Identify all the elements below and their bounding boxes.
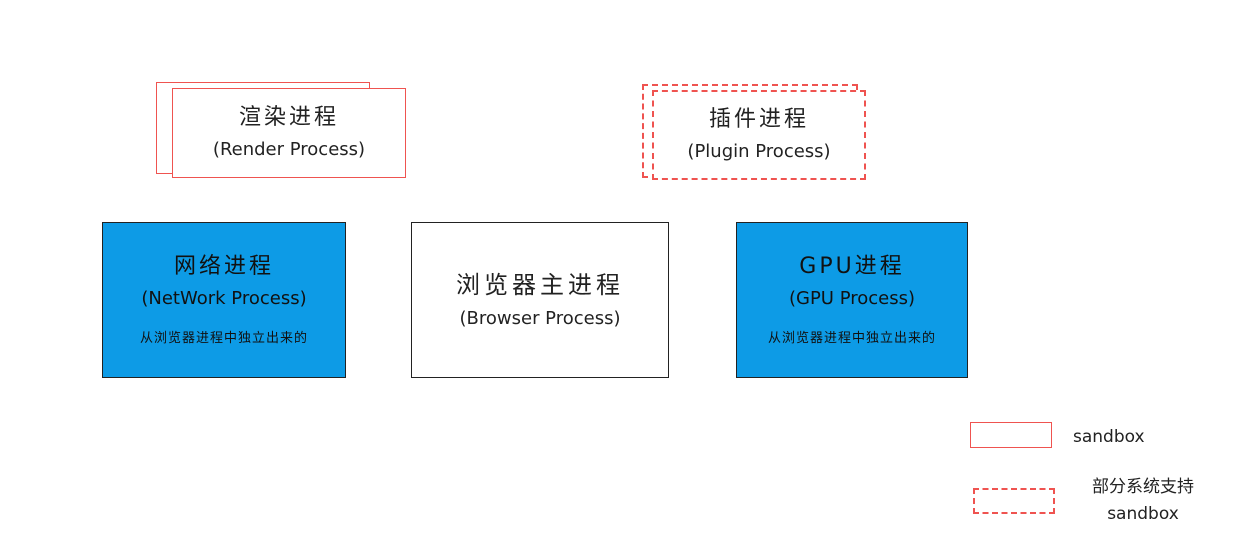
plugin-process-node: 插件进程 (Plugin Process) bbox=[652, 90, 866, 180]
legend-partial-sandbox-line2: sandbox bbox=[1107, 504, 1179, 525]
gpu-process-note: 从浏览器进程中独立出来的 bbox=[767, 331, 936, 347]
render-process-subtitle: (Render Process) bbox=[212, 139, 366, 161]
browser-process-title: 浏览器主进程 bbox=[456, 270, 624, 299]
gpu-process-title: GPU进程 bbox=[799, 253, 905, 279]
browser-process-subtitle: (Browser Process) bbox=[459, 307, 621, 329]
render-process-title: 渲染进程 bbox=[238, 105, 339, 130]
legend-partial-sandbox-swatch bbox=[973, 488, 1055, 514]
network-process-note: 从浏览器进程中独立出来的 bbox=[139, 331, 308, 347]
legend-sandbox-label: sandbox bbox=[1073, 427, 1145, 447]
legend-sandbox-swatch bbox=[970, 422, 1052, 448]
gpu-process-subtitle: (GPU Process) bbox=[788, 287, 916, 309]
gpu-process-node: GPU进程 (GPU Process) 从浏览器进程中独立出来的 bbox=[736, 222, 968, 378]
network-process-title: 网络进程 bbox=[173, 253, 274, 279]
browser-process-node: 浏览器主进程 (Browser Process) bbox=[411, 222, 669, 378]
legend-partial-sandbox-line1: 部分系统支持 bbox=[1092, 477, 1194, 497]
legend-partial-sandbox-label: 部分系统支持 sandbox bbox=[1068, 474, 1218, 528]
network-process-node: 网络进程 (NetWork Process) 从浏览器进程中独立出来的 bbox=[102, 222, 346, 378]
render-process-node: 渲染进程 (Render Process) bbox=[172, 88, 406, 178]
plugin-process-title: 插件进程 bbox=[708, 107, 809, 132]
plugin-process-subtitle: (Plugin Process) bbox=[687, 141, 831, 163]
network-process-subtitle: (NetWork Process) bbox=[141, 287, 307, 309]
